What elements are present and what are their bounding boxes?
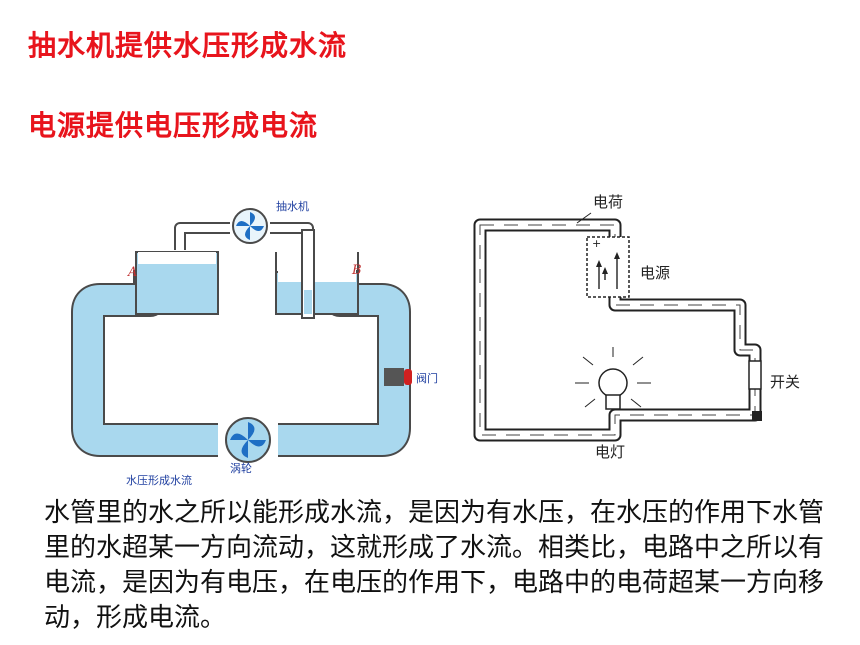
label-tank-b: B — [351, 263, 362, 278]
lamp-icon — [575, 347, 651, 410]
switch-icon — [748, 360, 762, 421]
pump-icon — [232, 208, 268, 244]
label-tank-a: A — [127, 265, 137, 280]
label-valve: 阀门 — [416, 371, 438, 385]
heading-source-voltage: 电源提供电压形成电流 — [28, 109, 319, 142]
valve-icon — [384, 368, 412, 386]
label-charge: 电荷 — [593, 193, 623, 211]
label-power-source: 电源 — [640, 264, 670, 282]
water-pressure-diagram: 抽水机 A B 阀门 涡轮 水压形成水流 — [71, 199, 438, 487]
explanation-paragraph: 水管里的水之所以能形成水流，是因为有水压，在水压的作用下水管里的水超某一方向流动… — [44, 498, 825, 633]
label-switch: 开关 — [770, 373, 800, 391]
label-plus: + — [592, 237, 601, 250]
label-lamp: 电灯 — [595, 443, 625, 461]
label-pump: 抽水机 — [276, 199, 309, 213]
circuit-diagram: + 电荷 电源 开关 电灯 — [473, 193, 800, 461]
heading-pump-water-pressure: 抽水机提供水压形成水流 — [28, 29, 348, 62]
power-source-icon — [586, 236, 630, 298]
label-turbine: 涡轮 — [230, 461, 252, 475]
turbine-icon — [225, 417, 271, 463]
diagram-caption: 水压形成水流 — [126, 473, 192, 487]
